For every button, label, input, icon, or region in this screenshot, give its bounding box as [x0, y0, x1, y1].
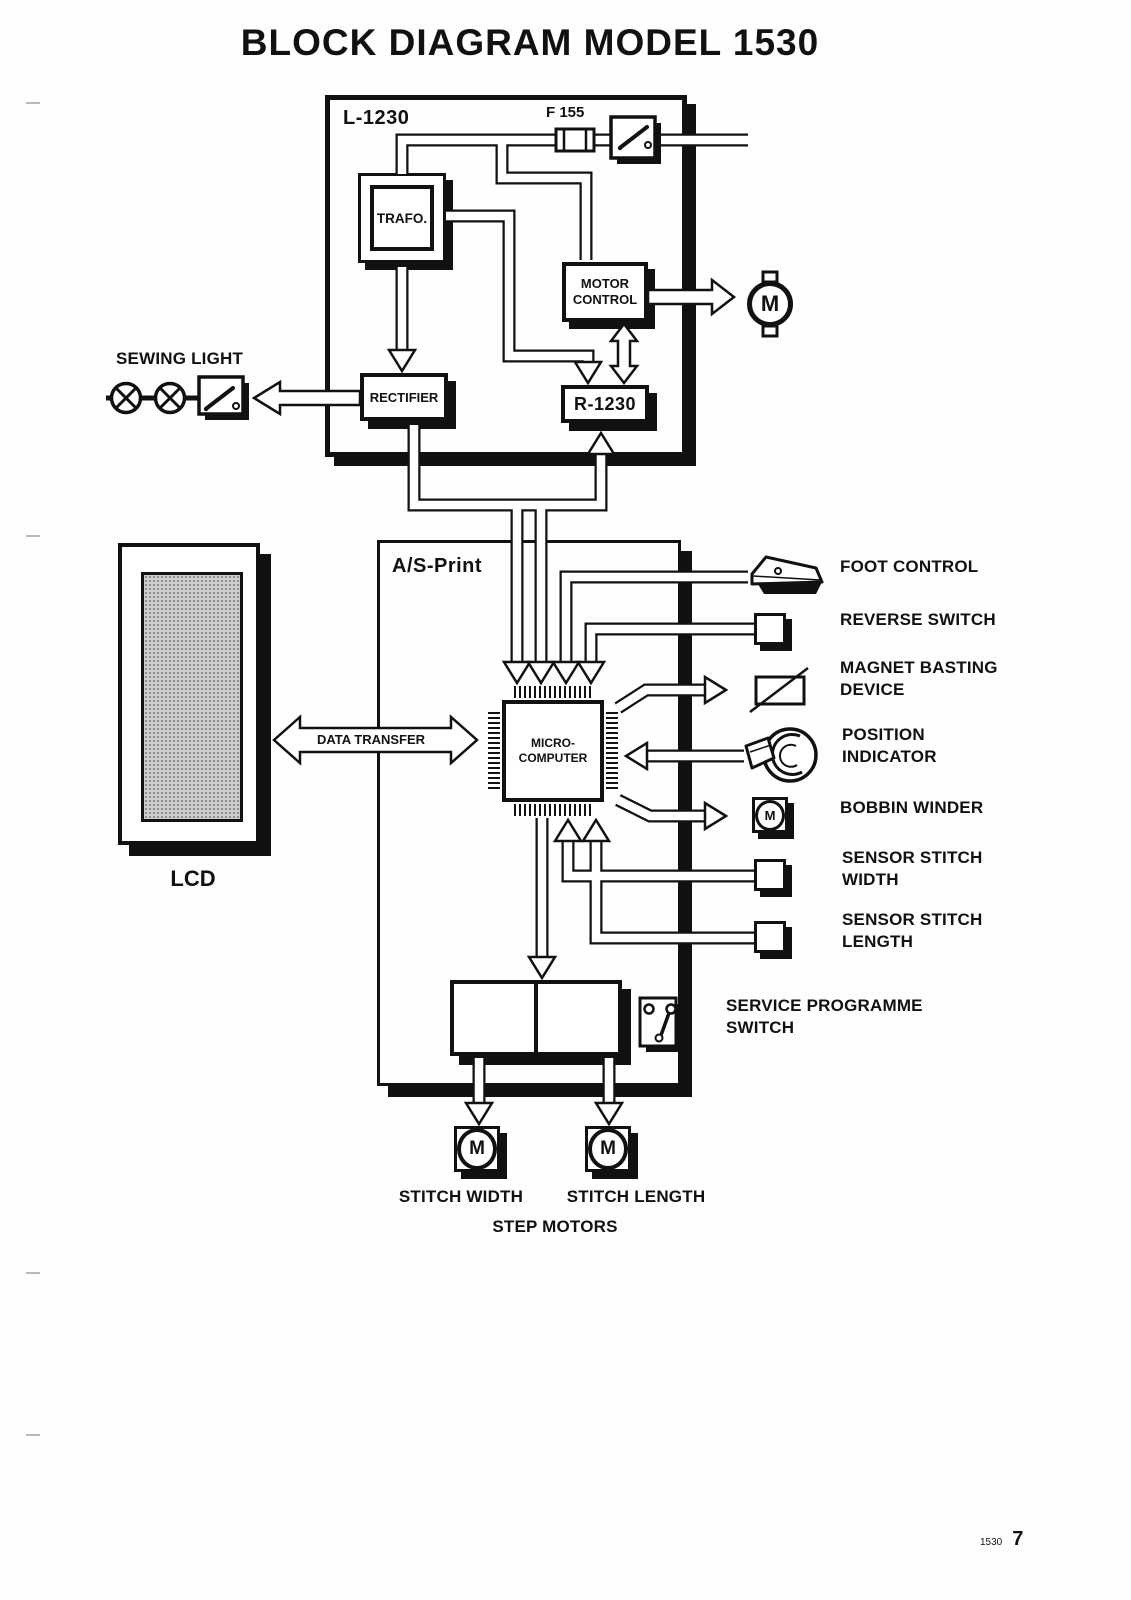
control-board-label: A/S-Print: [392, 555, 483, 577]
magnet-coil-icon: [749, 667, 809, 713]
label-position-indicator: POSITION INDICATOR: [842, 725, 937, 766]
footer-page-number: 7: [1012, 1528, 1024, 1550]
chip-pins-bottom: [514, 804, 594, 816]
label-sensor-stitch-width: SENSOR STITCH WIDTH: [842, 848, 983, 889]
page-footer: 1530 7: [980, 1528, 1023, 1551]
label-bobbin-winder: BOBBIN WINDER: [840, 798, 984, 817]
lcd-box: [118, 543, 260, 845]
sewing-light-label: SEWING LIGHT: [116, 349, 244, 368]
motor-driver-box: [450, 980, 622, 1056]
motor-control-box: MOTOR CONTROL: [562, 262, 648, 322]
micro-computer-chip: MICRO-COMPUTER: [502, 700, 604, 802]
step-motor-length-m: M: [588, 1128, 628, 1170]
scan-margin-mark: [26, 102, 40, 104]
label-service-programme-switch: SERVICE PROGRAMME SWITCH: [726, 996, 923, 1037]
rectifier-box: RECTIFIER: [360, 373, 448, 421]
transformer-label: TRAFO.: [370, 185, 434, 251]
sensor-stitch-length-icon: [754, 921, 786, 953]
label-stitch-length: STITCH LENGTH: [566, 1187, 706, 1206]
sensor-stitch-width-icon: [754, 859, 786, 891]
bobbin-motor-m: M: [755, 799, 785, 831]
scan-margin-mark: [26, 1434, 40, 1436]
reverse-switch-icon: [754, 613, 786, 645]
fuse-label: F 155: [546, 104, 585, 121]
driver-box-divider: [534, 984, 538, 1052]
step-motor-width-m: M: [457, 1128, 497, 1170]
footer-model: 1530: [980, 1537, 1003, 1548]
main-motor-icon: M: [747, 281, 793, 327]
label-step-motors: STEP MOTORS: [492, 1217, 618, 1236]
sewing-light-lamp-icons: [106, 381, 202, 415]
power-board-label: L-1230: [343, 107, 410, 129]
foot-pedal-icon: [750, 555, 824, 594]
label-foot-control: FOOT CONTROL: [840, 557, 979, 576]
chip-pins-top: [514, 686, 594, 698]
step-motor-stitch-width-icon: M: [454, 1126, 500, 1172]
label-stitch-width: STITCH WIDTH: [398, 1187, 524, 1206]
lcd-label: LCD: [170, 866, 216, 891]
page-title: BLOCK DIAGRAM MODEL 1530: [240, 22, 820, 63]
chip-pins-right: [606, 712, 618, 790]
bobbin-winder-motor-icon: M: [752, 797, 788, 833]
rotary-disc-icon: [744, 727, 818, 783]
scan-margin-mark: [26, 1272, 40, 1274]
label-magnet-basting-device: MAGNET BASTING DEVICE: [840, 658, 998, 699]
label-reverse-switch: REVERSE SWITCH: [840, 610, 996, 629]
step-motor-stitch-length-icon: M: [585, 1126, 631, 1172]
scan-margin-mark: [26, 535, 40, 537]
label-sensor-stitch-length: SENSOR STITCH LENGTH: [842, 910, 983, 951]
lcd-screen: [141, 572, 243, 822]
chip-pins-left: [488, 712, 500, 790]
transformer-box: TRAFO.: [358, 173, 446, 263]
data-transfer-label: DATA TRANSFER: [316, 732, 426, 747]
sewing-light-switch-icon: [197, 375, 249, 420]
relay-board-box: R-1230: [561, 385, 649, 423]
